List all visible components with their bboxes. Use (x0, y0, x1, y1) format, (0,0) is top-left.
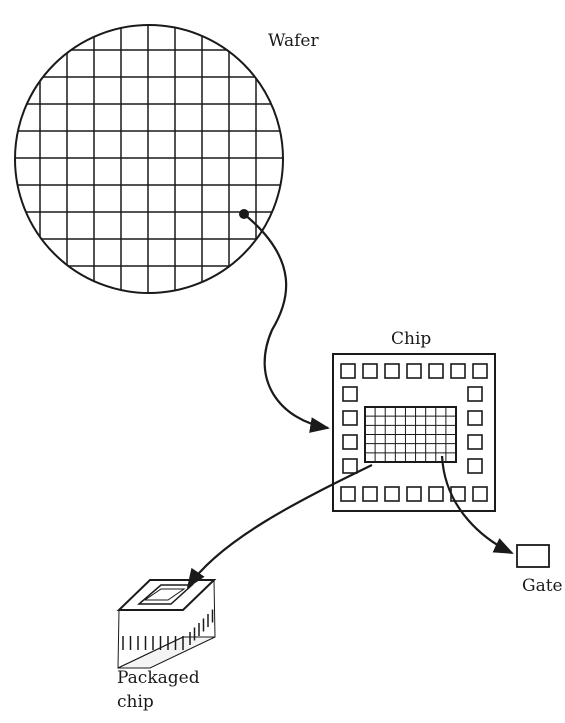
bond-pad (472, 363, 488, 379)
packaged-chip (116, 579, 217, 669)
package-die-inner (143, 588, 186, 601)
chip-bond-pads (340, 363, 488, 502)
arrow-wafer-to-chip (243, 213, 330, 433)
wafer-label: Wafer (268, 31, 319, 51)
bond-pad (340, 486, 356, 502)
bond-pad (384, 486, 400, 502)
bond-pad (467, 434, 483, 450)
gate-label: Gate (522, 576, 563, 596)
packaged-chip-label-line2: chip (117, 692, 154, 712)
bond-pad (450, 363, 466, 379)
bond-pad (384, 363, 400, 379)
wafer-outline (14, 24, 284, 294)
arrow-chip-to-gate (440, 455, 514, 554)
package-pins (122, 609, 214, 650)
bond-pad (406, 486, 422, 502)
bond-pad (342, 410, 358, 426)
wafer-die-grid (15, 25, 283, 293)
bond-pad (467, 410, 483, 426)
bond-pad (467, 386, 483, 402)
chip-label: Chip (391, 329, 432, 349)
package-bottom-face (117, 636, 216, 669)
wafer (14, 24, 284, 294)
arrow-chip-to-package (186, 464, 373, 589)
bond-pad (428, 486, 444, 502)
bond-pad (340, 363, 356, 379)
bond-pad (342, 386, 358, 402)
gate-box (516, 544, 550, 568)
bond-pad (428, 363, 444, 379)
bond-pad (342, 434, 358, 450)
chip-gate-array (364, 406, 457, 463)
bond-pad (406, 363, 422, 379)
chip (332, 353, 496, 512)
packaged-chip-label-line1: Packaged (117, 668, 200, 688)
bond-pad (342, 458, 358, 474)
bond-pad (362, 486, 378, 502)
bond-pad (362, 363, 378, 379)
chip-outline (332, 353, 496, 512)
bond-pad (467, 458, 483, 474)
bond-pad (472, 486, 488, 502)
